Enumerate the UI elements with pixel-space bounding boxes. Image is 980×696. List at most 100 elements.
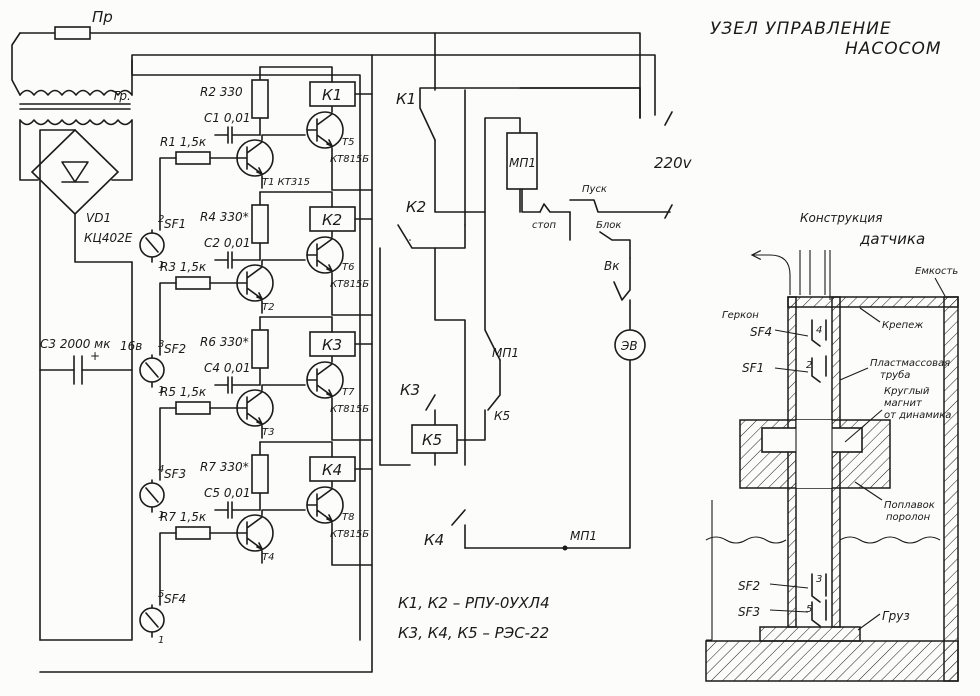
float-label-2: поролон [886,512,931,523]
start-label: Пуск [582,184,607,195]
k2-contact-label: К2 [406,198,426,216]
magnet-label-2: магнит [884,398,923,409]
transformer-secondary [19,119,133,126]
reed-switch-label: SF4 [164,592,186,606]
k1-contact-label: К1 [396,90,416,108]
fuse-label: Пр [92,8,113,26]
resistor-top [251,329,269,369]
transistor-input [236,514,274,552]
transistor-output-type: КТ815Б [330,404,369,415]
pin-d: 5 [806,604,812,615]
sensor-design-title-2: датчика [859,230,925,248]
pin-b: 2 [806,360,812,371]
capacitor-label: С4 0,01 [204,361,251,375]
reed-switch-pin-a: 2 [158,214,164,225]
float-label-1: Поплавок [884,500,935,511]
reed-switch-label: SF1 [164,217,186,231]
sensor-design: Конструкция датчика Емкость Крепеж Пласт… [705,211,959,682]
title-line-1: УЗЕЛ УПРАВЛЕНИЕ [710,19,892,39]
relay-coil-label: К4 [322,461,342,479]
transistor-output [306,361,344,399]
transformer-primary [19,89,133,96]
reed-switch-pin-a: 4 [158,464,164,475]
capacitor-label: С2 0,01 [204,236,251,250]
resistor-input-label: R7 1,5к [160,510,207,524]
resistor-input-label: R5 1,5к [160,385,207,399]
transistor-output-label: Т6 [342,262,354,273]
resistor-top-label: R6 330* [200,335,249,349]
bridge-label: VD1 [86,211,111,225]
resistor-input-label: R1 1,5к [160,135,207,149]
pin-a: 4 [816,325,822,336]
transistor-output [306,111,344,149]
reed-sf1-label: SF1 [742,361,764,375]
control-circuit: К1 МП1 стоп Пуск Блок 220v К2 Вк ЭВ МП1 … [379,32,693,551]
resistor-top [251,454,269,494]
tank-wall [943,296,959,682]
reed-switch-pin-b: 1 [158,260,164,271]
transistor-input [236,139,274,177]
transistor-output-type: КТ815Б [330,279,369,290]
resistor-top [251,204,269,244]
k3-contact-label: К3 [400,381,420,399]
voltage-label: 220v [654,154,693,172]
transistor-input [236,389,274,427]
reed-sf2-label: SF2 [738,579,760,593]
transistor-input-label: Т2 [262,302,274,313]
relay-k5-coil [411,424,458,454]
capacitor-c3-label: С3 2000 мк [40,337,111,351]
capacitor-label: С1 0,01 [204,111,251,125]
tank-bottom [705,640,959,682]
transistor-output-label: Т8 [342,512,354,523]
starter-coil-label: МП1 [509,156,536,170]
sensor-design-title-1: Конструкция [800,211,882,225]
resistor-input [175,526,211,540]
mount-label: Крепеж [882,320,923,331]
transistor-output-type: КТ815Б [330,529,369,540]
transistor-output [306,236,344,274]
pin-c: 3 [816,574,822,585]
switch-label: Вк [604,259,620,273]
resistor-input-label: R3 1,5к [160,260,207,274]
capacitor-label: С5 0,01 [204,486,251,500]
power-supply: Пр Тр. VD1 КЦ402Е С3 2000 мк 16в + [11,8,656,673]
resistor-top [251,79,269,119]
weight [759,626,861,642]
reed-switch-pin-b: 1 [158,635,164,646]
note-line-1: К1, К2 – РПУ-0УХЛ4 [398,594,550,612]
weight-label: Груз [882,609,910,623]
title-line-2: НАСОСОМ [845,39,942,59]
pipe-label-2: труба [880,369,910,381]
diode-bridge [30,128,120,216]
relay-coil-label: К2 [322,211,342,229]
reed-switch-pin-a: 5 [158,589,164,600]
reed-switch-pin-b: 1 [158,385,164,396]
fuse-symbol [54,26,91,40]
resistor-top-label: R4 330* [200,210,249,224]
block-label: Блок [596,220,621,231]
mp-contact-1-label: МП1 [492,346,519,360]
resistor-input [175,401,211,415]
transistor-output-label: Т5 [342,137,354,148]
note-line-2: К3, К4, К5 – РЭС-22 [398,624,549,642]
transistor-input-label: Т4 [262,552,274,563]
reed-switch-label: SF3 [164,467,186,481]
reed-switch-label: SF2 [164,342,186,356]
water-level [705,536,941,544]
reed-sf3-label: SF3 [738,605,760,619]
reed-switch-pin-b: 1 [158,510,164,521]
transformer-label: Тр. [112,89,131,103]
resistor-top-label: R2 330 [200,85,243,99]
k4-contact-label: К4 [424,531,444,549]
reed-label: Геркон [722,310,759,321]
relay-coil [309,456,356,482]
tank-mount [787,296,959,308]
relay-coil-label: К3 [322,336,342,354]
